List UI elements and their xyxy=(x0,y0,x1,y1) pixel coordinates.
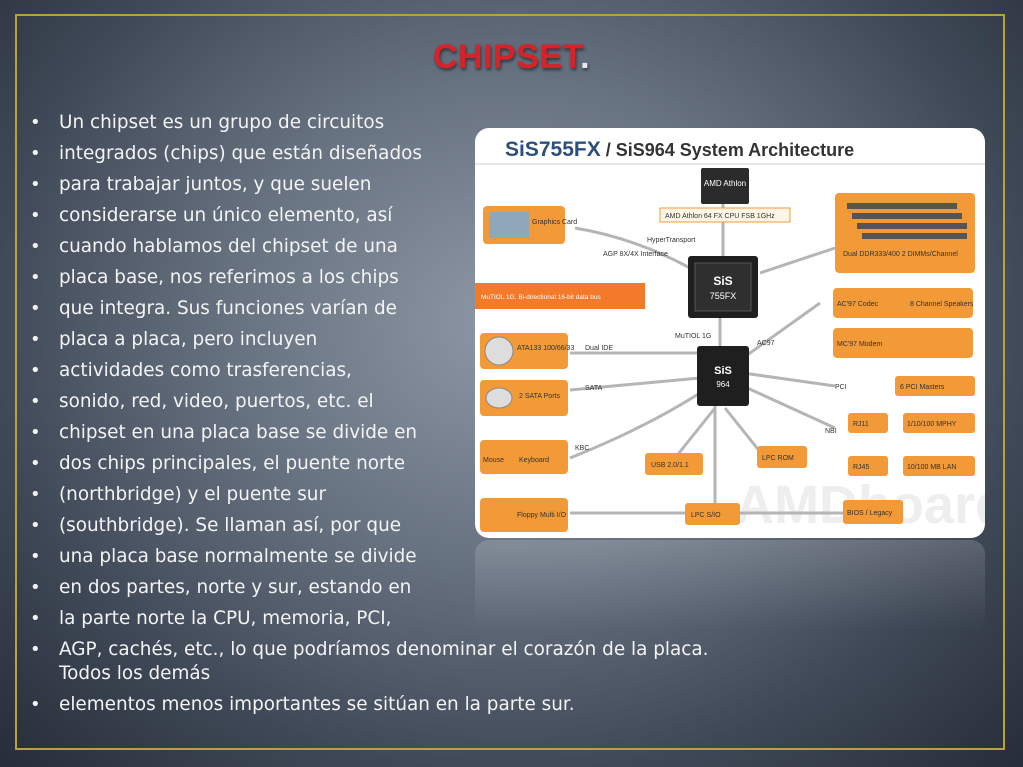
floppy-label: Floppy Multi I/O xyxy=(517,512,567,519)
southbridge-brand: SiS xyxy=(714,365,732,377)
cpu-chip: AMD Athlon xyxy=(701,168,749,204)
bullet-item: actividades como trasferencias, xyxy=(30,359,750,383)
bios-box xyxy=(843,500,903,524)
lpc-sio-label: LPC S/IO xyxy=(691,512,721,519)
cpu-bus-label: AMD Athlon 64 FX CPU FSB 1GHz xyxy=(665,213,775,220)
rj45-box xyxy=(848,456,888,476)
usb-box xyxy=(645,453,703,475)
kbc-line xyxy=(569,391,701,460)
audio-box xyxy=(833,288,973,318)
bullet-item: que integra. Sus funciones varían de xyxy=(30,297,750,321)
bus-lines xyxy=(569,198,895,515)
sata-line xyxy=(569,376,701,392)
bullet-item: la parte norte la CPU, memoria, PCI, xyxy=(30,607,750,631)
slide-frame xyxy=(15,14,1005,750)
usb-line xyxy=(673,407,717,459)
keyboard-label: Keyboard xyxy=(519,457,549,464)
rj45-label: RJ45 xyxy=(853,464,869,471)
rj11-box xyxy=(848,413,888,433)
agp-label: AGP 8X/4X Interface xyxy=(603,251,668,258)
mutiol-label: MuTIOL 1G xyxy=(675,333,711,340)
bios-label: BIOS / Legacy xyxy=(847,510,893,517)
pci-label: PCI xyxy=(835,384,847,391)
pci-masters-box xyxy=(895,376,975,396)
bullet-item: Un chipset es un grupo de circuitos xyxy=(30,111,750,135)
southbridge-model: 964 xyxy=(716,380,730,389)
bullet-item: elementos menos importantes se sitúan en… xyxy=(30,693,750,717)
bullet-item: (northbridge) y el puente sur xyxy=(30,483,750,507)
bullet-item: integrados (chips) que están diseñados xyxy=(30,142,750,166)
bullet-item: placa base, nos referimos a los chips xyxy=(30,266,750,290)
agp-line xyxy=(574,226,691,270)
northbridge-chip: SiS 755FX xyxy=(688,256,758,318)
rj11-label: RJ11 xyxy=(853,421,869,428)
architecture-diagram: SiS755FX / SiS964 System Architecture AM… xyxy=(475,128,985,538)
memory-label: Dual DDR333/400 2 DIMMs/Channel xyxy=(843,251,958,258)
diagram-reflection xyxy=(475,540,985,630)
nbi-line xyxy=(742,384,836,430)
bullet-list: Un chipset es un grupo de circuitos integ… xyxy=(30,111,750,724)
modem-box xyxy=(833,328,973,358)
graphics-label: Graphics Card xyxy=(532,219,577,226)
graphics-card-image xyxy=(489,212,529,238)
speakers-label: 8 Channel Speakers xyxy=(910,301,974,308)
northbridge-brand: SiS xyxy=(713,274,732,288)
slide-title: CHIPSET. xyxy=(0,38,1023,77)
northbridge-model: 755FX xyxy=(710,291,737,301)
ac97-codec-label: AC'97 Codec xyxy=(837,301,879,308)
memory-dimms xyxy=(847,203,967,239)
bullet-item: una placa base normalmente se divide xyxy=(30,545,750,569)
kbc-label: KBC xyxy=(575,445,589,452)
dual-ide-label: Dual IDE xyxy=(585,345,613,352)
nbi-label: NBI xyxy=(825,428,837,435)
ac97-link-label: AC97 xyxy=(757,340,775,347)
lan1-label: 1/10/100 MPHY xyxy=(907,421,957,428)
bullet-item: chipset en una placa base se divide en xyxy=(30,421,750,445)
sata-drive-image xyxy=(485,387,513,409)
bullet-item: placa a placa, pero incluyen xyxy=(30,328,750,352)
ac97-line xyxy=(742,301,821,360)
lan1-box xyxy=(903,413,975,433)
bullet-item: sonido, red, video, puertos, etc. el xyxy=(30,390,750,414)
mutiol-note-box xyxy=(475,283,645,309)
bullet-item: considerarse un único elemento, así xyxy=(30,204,750,228)
usb-label: USB 2.0/1.1 xyxy=(651,462,689,469)
diagram-title-main: SiS755FX xyxy=(505,138,601,161)
southbridge-chip: SiS 964 xyxy=(697,346,749,406)
svg-text:SiS755FX / SiS964 System Archi: SiS755FX / SiS964 System Architecture xyxy=(505,138,854,161)
kbc-box xyxy=(480,440,568,474)
sata-label: 2 SATA Ports xyxy=(519,393,560,400)
bullet-item: dos chips principales, el puente norte xyxy=(30,452,750,476)
hypertransport-label: HyperTransport xyxy=(647,237,695,244)
diagram-svg: SiS755FX / SiS964 System Architecture AM… xyxy=(475,138,985,535)
cpu-label: AMD Athlon xyxy=(704,179,746,188)
lpc-rom-label: LPC ROM xyxy=(762,455,794,462)
ata-label: ATA133 100/66/33 xyxy=(517,345,574,352)
floppy-box xyxy=(480,498,568,532)
modem-label: MC'97 Modem xyxy=(837,341,882,348)
lpc-rom-box xyxy=(757,446,807,468)
cpu-bus-box xyxy=(659,207,791,223)
lpc-sio-box xyxy=(685,503,740,525)
diagram-title-rest: / SiS964 System Architecture xyxy=(601,140,854,160)
disk-image xyxy=(484,336,514,366)
mutiol-note: MuTIOL 1G, Bi-directional 16-bit data bu… xyxy=(481,294,601,301)
bullet-item: para trabajar juntos, y que suelen xyxy=(30,173,750,197)
mouse-label: Mouse xyxy=(483,457,504,464)
sata-link-label: SATA xyxy=(585,385,603,392)
pci-line xyxy=(742,371,836,388)
bullet-item: (southbridge). Se llaman así, por que xyxy=(30,514,750,538)
title-text: CHIPSET xyxy=(432,38,581,76)
bullet-item: en dos partes, norte y sur, estando en xyxy=(30,576,750,600)
lan2-label: 10/100 MB LAN xyxy=(907,464,956,471)
title-period: . xyxy=(580,38,591,76)
bullet-item: cuando hablamos del chipset de una xyxy=(30,235,750,259)
memory-line xyxy=(759,246,836,275)
lan2-box xyxy=(903,456,975,476)
pci-masters-label: 6 PCI Masters xyxy=(900,384,945,391)
bullet-item: AGP, cachés, etc., lo que podríamos deno… xyxy=(30,638,750,686)
